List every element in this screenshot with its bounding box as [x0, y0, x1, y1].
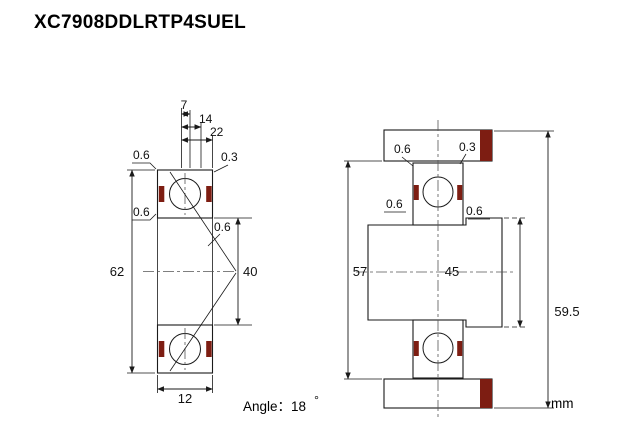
seal-mark [413, 185, 419, 200]
angle-note: Angle：18 ° [243, 393, 319, 415]
dim-radius-inner: 0.6 [214, 220, 231, 234]
ring-section-top [156, 169, 214, 219]
dimension-lines [129, 111, 241, 392]
seal-mark [457, 341, 463, 356]
housing-seal-strip-top [480, 130, 492, 161]
leader-lines [132, 162, 229, 247]
degree-symbol: ° [314, 393, 319, 407]
dim-radius-top-right: 0.3 [221, 150, 238, 164]
dim-radius-top-left: 0.6 [394, 142, 411, 156]
dim-radius-right: 0.6 [466, 204, 483, 218]
dim-land-diameter: 59.5 [554, 304, 579, 319]
dim-radius-left: 0.6 [386, 197, 403, 211]
angle-label: Angle： [243, 399, 292, 414]
contact-angle-lines [169, 171, 237, 372]
dim-width: 12 [178, 391, 192, 406]
dim-w7: 7 [181, 98, 188, 112]
dim-radius-side: 0.6 [133, 205, 150, 219]
dim-shaft-shoulder: 45 [445, 264, 459, 279]
seal-mark [457, 185, 463, 200]
dim-bore-diameter: 40 [243, 264, 257, 279]
housing-seal-strip-bottom [480, 379, 492, 408]
seal-mark [158, 341, 165, 357]
shaft [367, 217, 503, 328]
dimension-lines [345, 130, 551, 409]
seal-mark [206, 186, 212, 202]
leader-lines [384, 153, 490, 220]
seal-mark [158, 186, 165, 202]
dim-radius-top-right: 0.3 [459, 140, 476, 154]
dim-outside-diameter: 62 [110, 264, 124, 279]
unit-label: mm [551, 396, 574, 411]
ring-section-bottom [156, 324, 214, 374]
dim-w14: 14 [199, 112, 213, 126]
seal-mark [413, 341, 419, 356]
angle-value: 18 [291, 399, 307, 414]
dim-radius-top-left: 0.6 [133, 148, 150, 162]
page-title: XC7908DDLRTP4SUEL [34, 12, 247, 33]
seal-mark [206, 341, 212, 357]
mounting-section-view: 0.6 0.3 0.6 0.6 57 45 59.5 [344, 120, 580, 418]
dim-housing-shoulder: 57 [353, 264, 367, 279]
dim-w22: 22 [210, 125, 224, 139]
front-section-view: 62 40 12 7 14 22 0.6 0.3 0.6 0.6 [110, 98, 258, 406]
